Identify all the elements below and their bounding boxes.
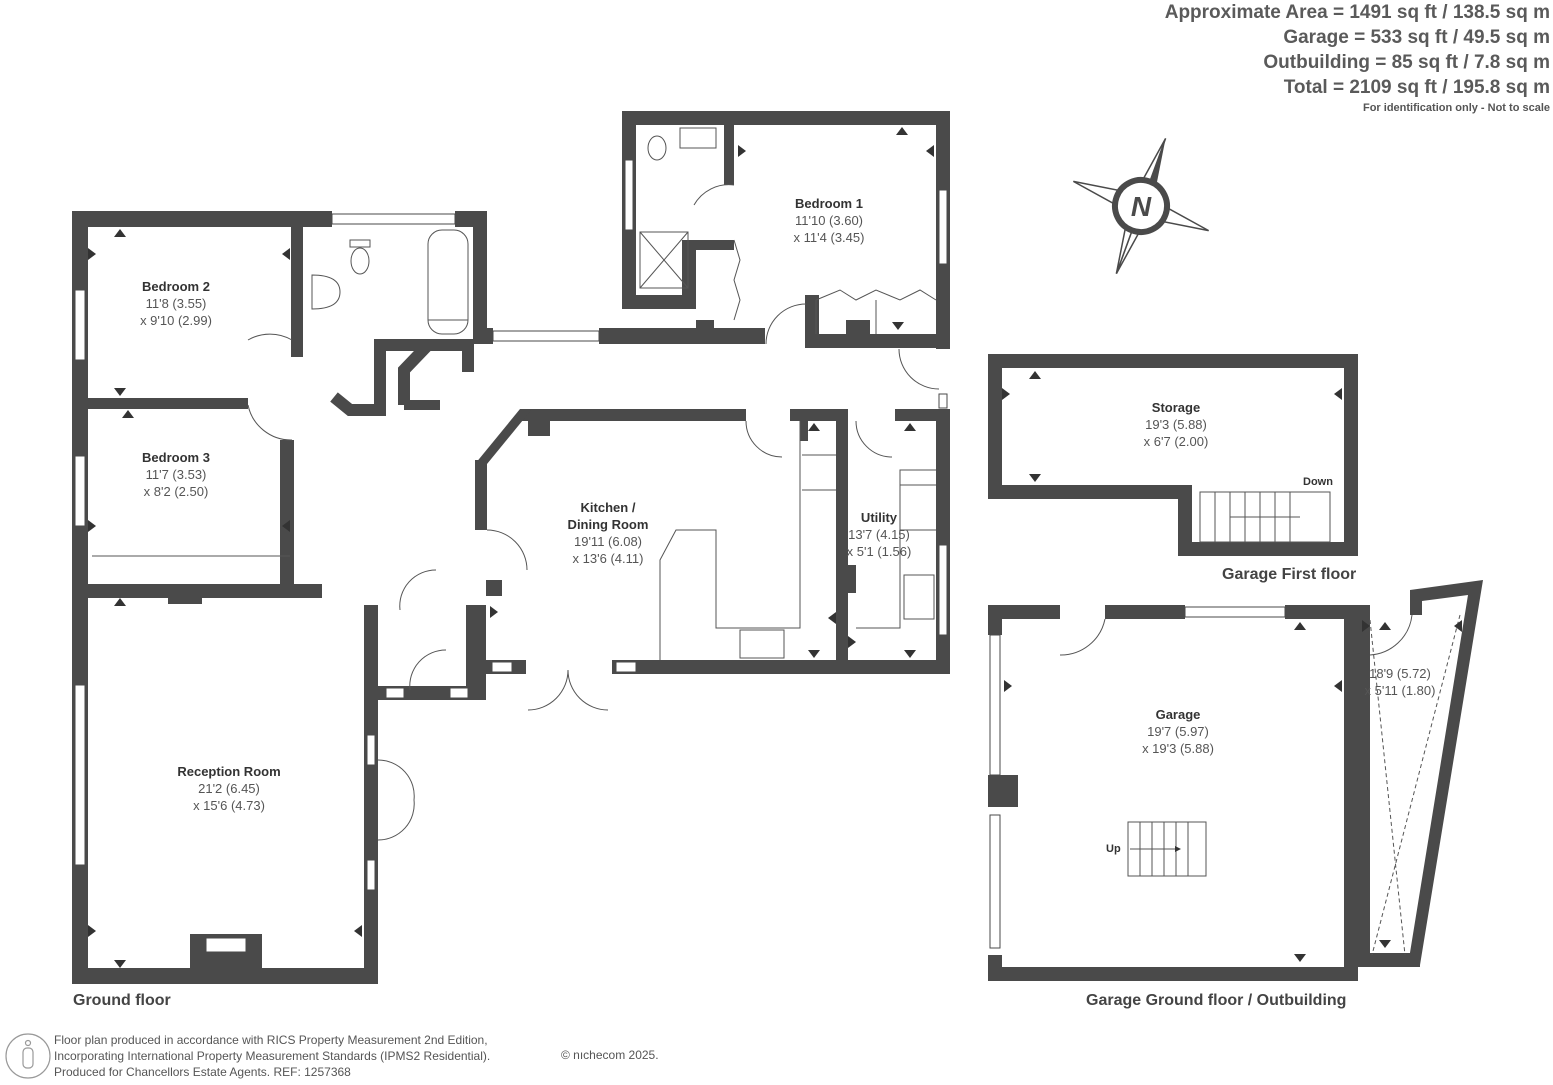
footer-line-1: Floor plan produced in accordance with R… bbox=[54, 1033, 488, 1047]
floor-label-garage-ground: Garage Ground floor / Outbuilding bbox=[1086, 992, 1347, 1009]
outbuilding-area: Outbuilding = 85 sq ft / 7.8 sq m bbox=[1263, 52, 1550, 73]
footer-notes: Floor plan produced in accordance with R… bbox=[54, 1032, 490, 1080]
stairs-up-label: Up bbox=[1106, 843, 1121, 855]
garage-area: Garage = 533 sq ft / 49.5 sq m bbox=[1283, 27, 1550, 48]
compass-letter: N bbox=[1131, 191, 1152, 222]
doors bbox=[247, 184, 940, 841]
total-area: Total = 2109 sq ft / 195.8 sq m bbox=[1283, 77, 1550, 98]
footer-line-2: Incorporating International Property Mea… bbox=[54, 1049, 491, 1063]
garage-ground-floor-walls bbox=[988, 580, 1483, 981]
room-label-outbuilding: 18'9 (5.72)x 5'11 (1.80) bbox=[1364, 666, 1436, 698]
stairs-down-label: Down bbox=[1303, 476, 1333, 488]
garage-first-floor-walls bbox=[988, 354, 1358, 556]
footer-line-3: Produced for Chancellors Estate Agents. … bbox=[54, 1065, 351, 1079]
approximate-area: Approximate Area = 1491 sq ft / 138.5 sq… bbox=[1164, 2, 1550, 23]
scale-note: For identification only - Not to scale bbox=[1362, 102, 1550, 114]
person-icon bbox=[5, 1033, 51, 1079]
fixtures bbox=[92, 127, 937, 660]
floor-label-garage-first: Garage First floor bbox=[1222, 566, 1357, 583]
area-summary: Approximate Area = 1491 sq ft / 138.5 sq… bbox=[1165, 0, 1550, 116]
floor-label-ground: Ground floor bbox=[73, 992, 171, 1009]
dimension-markers bbox=[88, 127, 1462, 968]
footer-brand: © nıchecom 2025. bbox=[561, 1048, 659, 1062]
compass-icon bbox=[1072, 137, 1210, 275]
ground-floor-walls bbox=[72, 111, 950, 984]
